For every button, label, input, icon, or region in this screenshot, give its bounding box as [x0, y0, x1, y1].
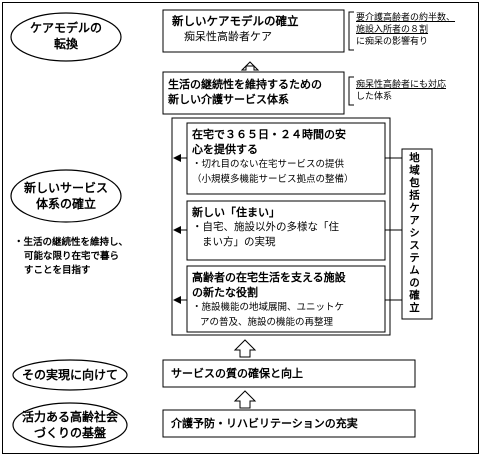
oval-active-aging-label: 活力ある高齢社会 づくりの基盤 [16, 409, 124, 441]
oval-active-aging-line1: 活力ある高齢社会 [21, 410, 118, 424]
right-note-2-line1: 痴呆性高齢者にも対応 [356, 80, 447, 90]
bracket-note2 [348, 76, 354, 106]
oval-realization-label: その実現に向けて [16, 367, 124, 383]
right-note-1: 要介護高齢者の約半数、 施設入所者の８割 に痴呆の影響有り [356, 12, 455, 48]
care-model-box-text: 新しいケアモデルの確立 痴呆性高齢者ケア [172, 14, 342, 44]
up-arrow-2 [233, 339, 257, 358]
prevention-box-text: 介護予防・リハビリテーションの充実 [171, 416, 411, 431]
facility-title1: 高齢者の在宅生活を支える施設 [192, 271, 346, 284]
box-housing [186, 200, 386, 261]
home-care-title2: 心を提供する [192, 143, 258, 156]
left-note-line3: すことを目指す [24, 265, 91, 276]
care-model-title: 新しいケアモデルの確立 [172, 14, 299, 28]
box-service-system [162, 71, 345, 115]
oval-new-service-line1: 新しいサービス [23, 181, 108, 195]
outer-frame [2, 2, 479, 454]
quality-text: サービスの質の確保と向上 [171, 367, 303, 380]
system-box-text: 生活の継続性を維持するための 新しい介護サービス体系 [168, 77, 344, 107]
housing-title: 新しい「住まい」 [192, 206, 280, 219]
vertical-label-text: 地域包括ケアシステムの確立 [408, 152, 420, 315]
box-quality [162, 359, 416, 388]
right-note-1-line3: に痴呆の影響有り [356, 37, 429, 47]
box-vertical-label [401, 148, 433, 320]
right-note-2-line2: した体系 [356, 92, 393, 102]
left-note-line2: 可能な限り在宅で暮ら [24, 251, 120, 262]
facility-body1: ・施設機能の地域展開、ユニットケ [192, 302, 345, 313]
right-note-1-line1: 要介護高齢者の約半数、 [356, 13, 456, 23]
oval-new-service-label: 新しいサービス 体系の確立 [16, 180, 116, 212]
right-note-2: 痴呆性高齢者にも対応 した体系 [356, 79, 446, 103]
vertical-label: 地域包括ケアシステムの確立 [408, 152, 420, 316]
system-line1: 生活の継続性を維持するための [168, 78, 322, 91]
home-care-body2: （小規模多機能サービス拠点の整備） [192, 174, 354, 185]
bracket-note1 [348, 11, 354, 51]
prevention-text: 介護予防・リハビリテーションの充実 [171, 417, 358, 430]
oval-realization [12, 359, 128, 391]
quality-box-text: サービスの質の確保と向上 [171, 366, 411, 381]
system-line2: 新しい介護サービス体系 [168, 93, 289, 106]
home-care-body1: ・切れ目のない在宅サービスの提供 [192, 159, 345, 170]
oval-new-service-line2: 体系の確立 [35, 197, 96, 211]
housing-body1: ・自宅、施設以外の多様な「住 [192, 221, 339, 233]
box-facility [186, 265, 386, 333]
oval-care-model [10, 12, 122, 62]
left-note: ・生活の継続性を維持し、 可能な限り在宅で暮ら すことを目指す [14, 236, 174, 278]
oval-active-aging [12, 402, 128, 448]
box-home-care [186, 122, 386, 195]
oval-care-model-line1: ケアモデルの [29, 21, 102, 35]
box-group-container [171, 117, 391, 336]
facility-box-text: 高齢者の在宅生活を支える施設 の新たな役割 ・施設機能の地域展開、ユニットケ ア… [192, 270, 384, 330]
oval-realization-text: その実現に向けて [21, 368, 118, 382]
care-model-sub: 痴呆性高齢者ケア [184, 30, 272, 43]
housing-box-text: 新しい「住まい」 ・自宅、施設以外の多様な「住 まい方」の実現 [192, 205, 384, 250]
home-care-title1: 在宅で３６５日・２４時間の安 [192, 128, 346, 141]
facility-body2: アの普及、施設の機能の再整理 [200, 317, 334, 328]
oval-new-service [10, 169, 122, 223]
up-arrow-3 [233, 390, 257, 409]
home-care-box-text: 在宅で３６５日・２４時間の安 心を提供する ・切れ目のない在宅サービスの提供 （… [192, 127, 384, 187]
oval-care-model-line2: 転換 [53, 37, 78, 51]
oval-care-model-label: ケアモデルの 転換 [16, 20, 116, 52]
oval-active-aging-line2: づくりの基盤 [33, 426, 106, 440]
facility-title2: の新たな役割 [192, 286, 258, 299]
box-care-model [162, 9, 345, 53]
up-arrow-1 [240, 61, 260, 71]
right-note-1-line2: 施設入所者の８割 [356, 25, 429, 35]
housing-body2: まい方」の実現 [202, 236, 276, 248]
box-prevention [162, 409, 416, 438]
left-note-line1: ・生活の継続性を維持し、 [14, 237, 129, 248]
